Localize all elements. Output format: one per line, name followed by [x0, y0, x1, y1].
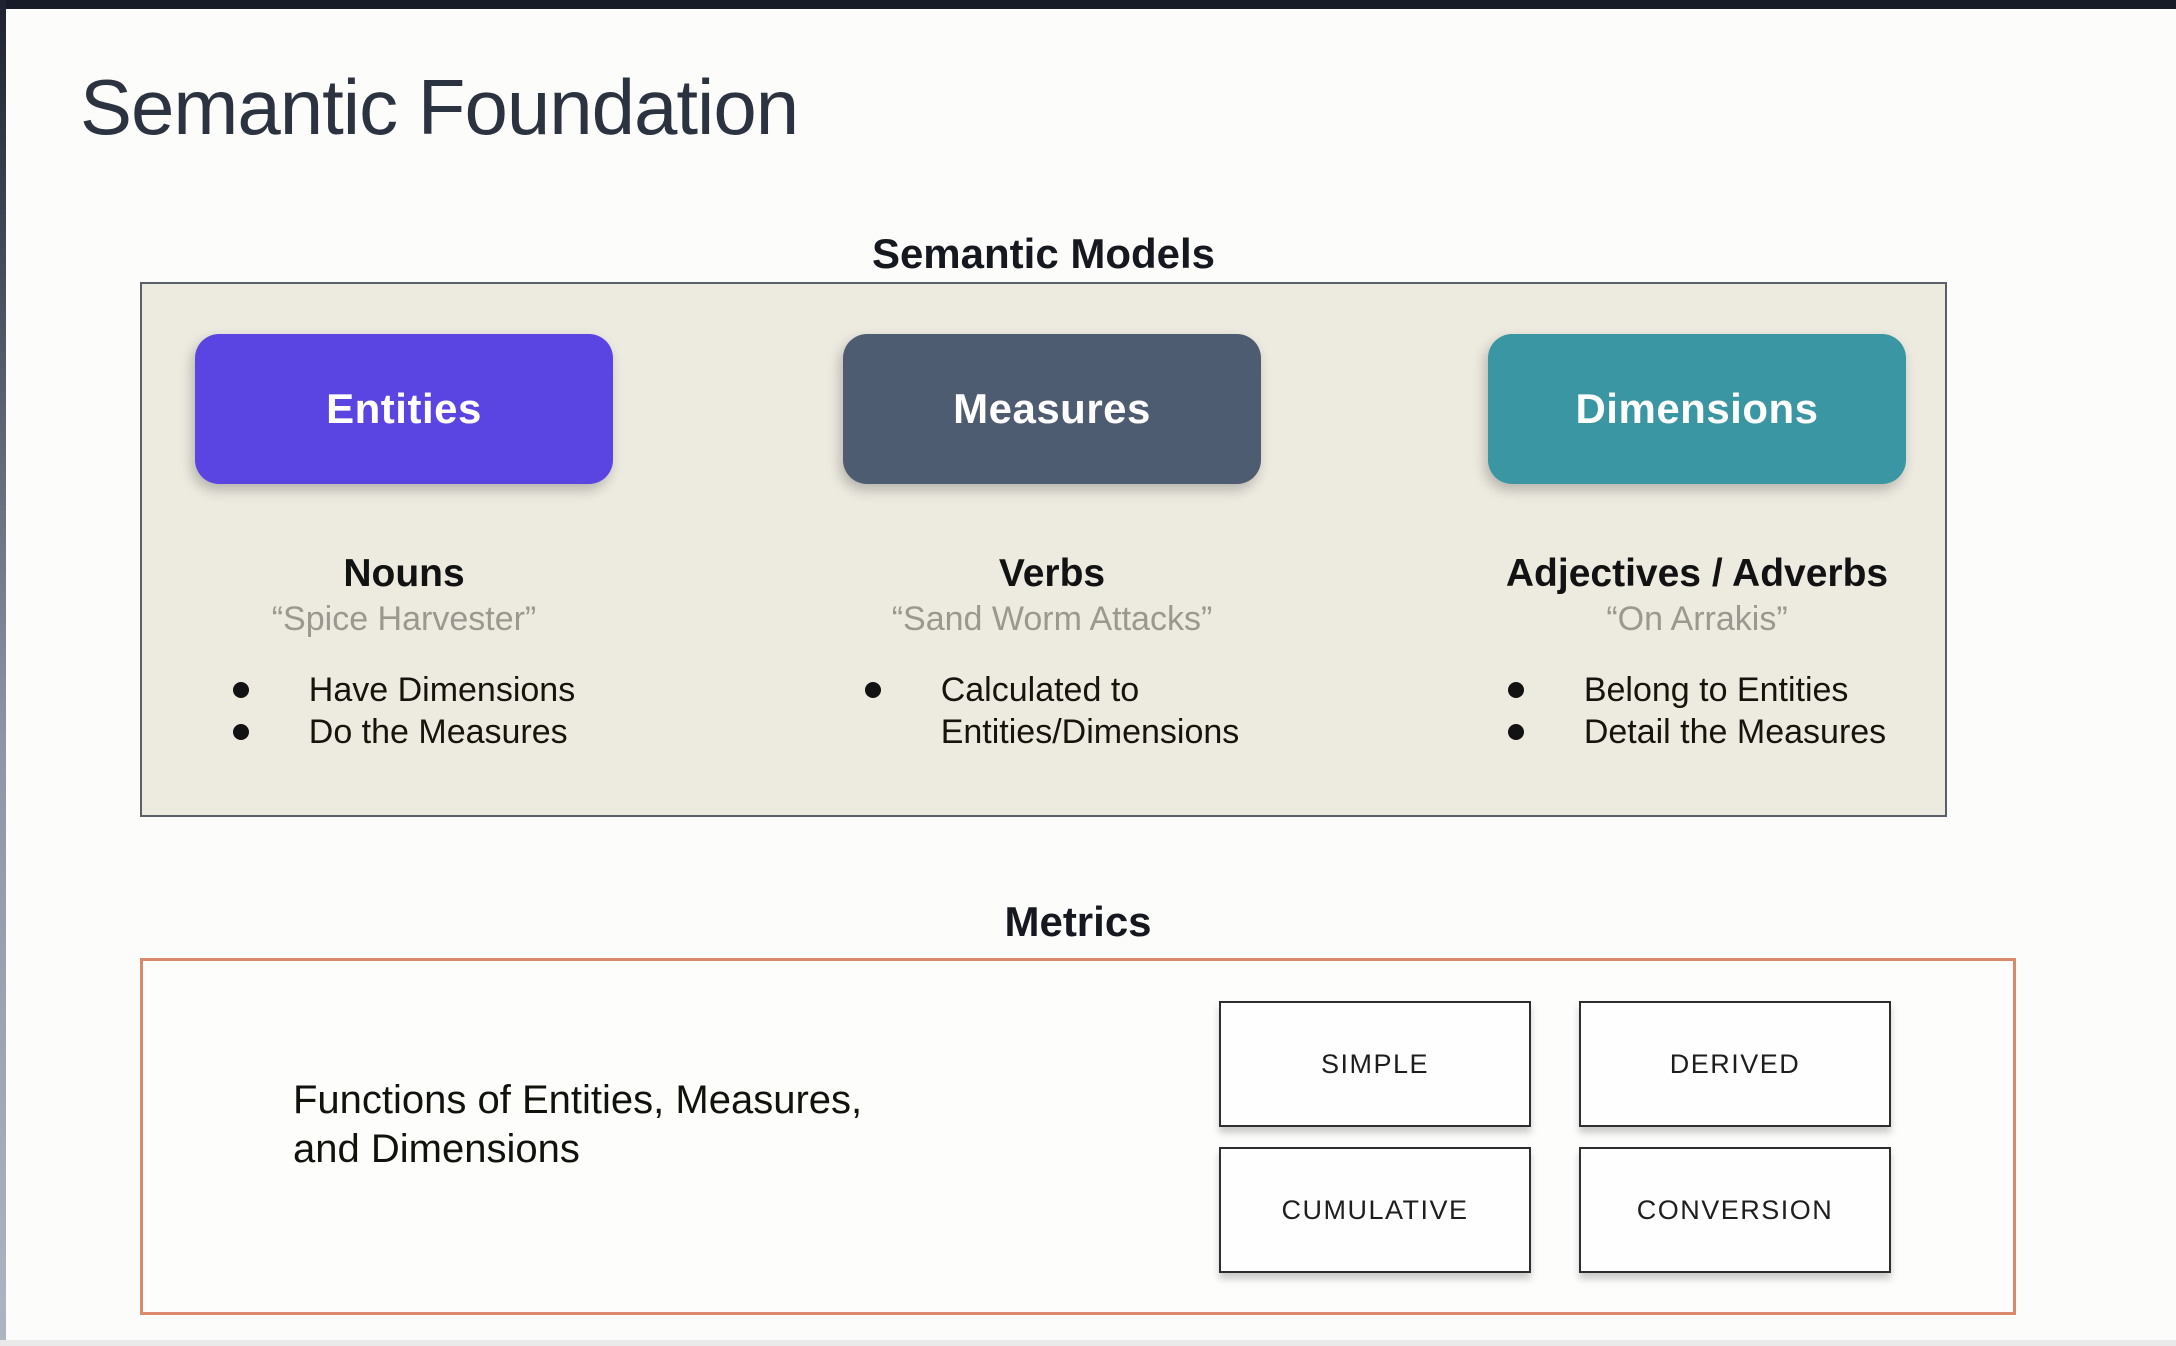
metric-type-box-simple: SIMPLE	[1219, 1001, 1531, 1127]
bullet-item: Have Dimensions	[232, 669, 576, 711]
bullet-dot-icon	[1507, 682, 1524, 698]
bullet-dot-icon	[1507, 724, 1524, 740]
bullet-item: Do the Measures	[232, 711, 568, 753]
metric-type-box-derived: DERIVED	[1579, 1001, 1891, 1127]
semantic-models-panel: Entities Nouns “Spice Harvester” Have Di…	[140, 282, 1947, 817]
entities-box-label: Entities	[326, 385, 482, 432]
verbs-bullet-list: Calculated to Entities/Dimensions	[864, 669, 1240, 753]
dimensions-box-label: Dimensions	[1575, 385, 1819, 432]
entities-column: Entities Nouns “Spice Harvester” Have Di…	[164, 334, 644, 753]
window-left-edge	[0, 0, 6, 1346]
metric-type-grid: SIMPLE DERIVED CUMULATIVE CONVERSION	[1219, 1001, 1891, 1273]
window-bottom-edge	[0, 1340, 2176, 1346]
bullet-item: Belong to Entities	[1507, 669, 1849, 711]
adjectives-bullet-list: Belong to Entities Detail the Measures	[1507, 669, 1887, 753]
dimensions-box: Dimensions	[1488, 334, 1906, 484]
adjectives-quote: “On Arrakis”	[1606, 600, 1788, 638]
metrics-panel: Functions of Entities, Measures, and Dim…	[140, 958, 2016, 1315]
entities-box: Entities	[195, 334, 613, 484]
metric-type-label: SIMPLE	[1320, 1048, 1430, 1079]
adjectives-heading: Adjectives / Adverbs	[1505, 552, 1889, 595]
bullet-dot-icon	[232, 724, 249, 740]
metrics-description-line: and Dimensions	[293, 1127, 580, 1171]
metrics-description: Functions of Entities, Measures, and Dim…	[293, 1076, 862, 1174]
bullet-label: Have Dimensions	[308, 671, 576, 709]
bullet-label: Belong to Entities	[1583, 671, 1849, 709]
page-title: Semantic Foundation	[80, 63, 799, 151]
bullet-label: Do the Measures	[308, 713, 568, 751]
metrics-heading: Metrics	[1004, 898, 1152, 945]
verbs-heading: Verbs	[998, 552, 1106, 595]
bullet-label: Calculated to Entities/Dimensions	[940, 671, 1240, 751]
bullet-dot-icon	[864, 682, 881, 698]
nouns-quote: “Spice Harvester”	[271, 600, 537, 638]
semantic-models-heading: Semantic Models	[871, 230, 1216, 277]
measures-box: Measures	[843, 334, 1261, 484]
nouns-bullet-list: Have Dimensions Do the Measures	[232, 669, 576, 753]
measures-box-label: Measures	[953, 385, 1151, 432]
bullet-label: Detail the Measures	[1583, 713, 1887, 751]
metric-type-box-cumulative: CUMULATIVE	[1219, 1147, 1531, 1273]
window-top-edge	[0, 0, 2176, 9]
metric-type-label: CONVERSION	[1636, 1194, 1834, 1225]
metric-type-label: DERIVED	[1669, 1048, 1801, 1079]
bullet-item: Calculated to Entities/Dimensions	[864, 669, 1240, 753]
metric-type-label: CUMULATIVE	[1281, 1194, 1469, 1225]
measures-column: Measures Verbs “Sand Worm Attacks” Calcu…	[812, 334, 1292, 753]
verbs-quote: “Sand Worm Attacks”	[891, 600, 1213, 638]
dimensions-column: Dimensions Adjectives / Adverbs “On Arra…	[1457, 334, 1937, 753]
nouns-heading: Nouns	[343, 552, 465, 595]
bullet-dot-icon	[232, 682, 249, 698]
metrics-description-line: Functions of Entities, Measures,	[293, 1078, 863, 1122]
metric-type-box-conversion: CONVERSION	[1579, 1147, 1891, 1273]
bullet-item: Detail the Measures	[1507, 711, 1887, 753]
